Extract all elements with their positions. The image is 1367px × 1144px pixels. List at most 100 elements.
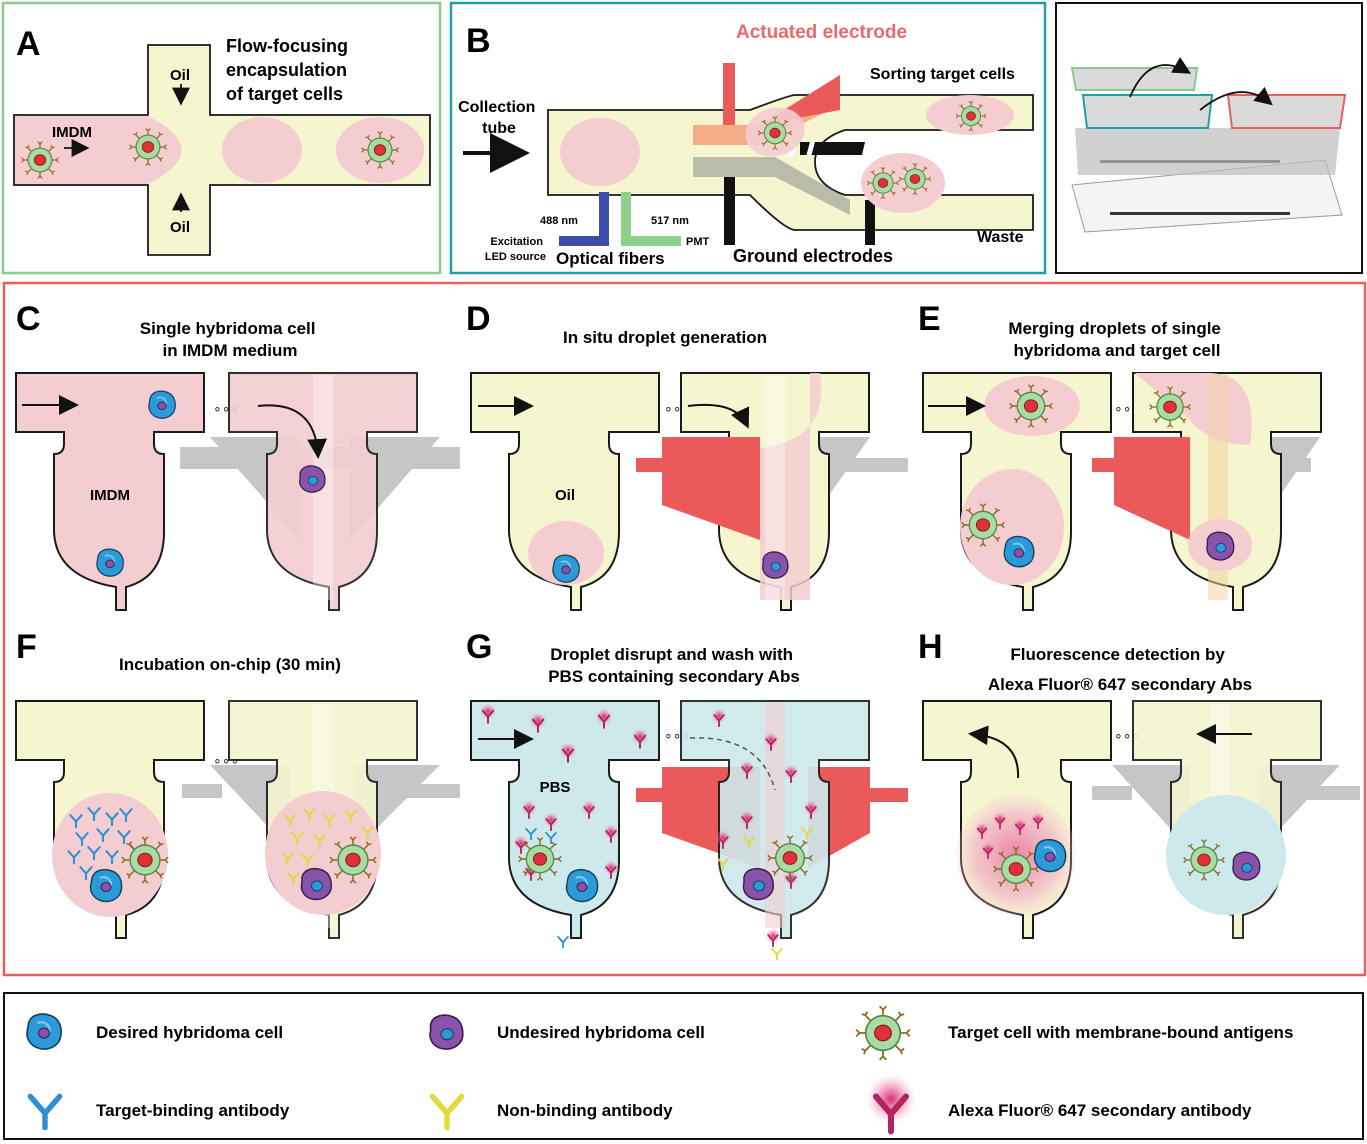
target-cell [1149, 386, 1191, 428]
panel-a-title: Flow-focusing encapsulation of target ce… [226, 36, 353, 104]
target-cell [993, 846, 1039, 892]
panel-d-letter: D [466, 300, 491, 338]
ground-electrode [724, 177, 735, 245]
pbs-label: PBS [540, 779, 571, 796]
wavelength-517: 517 nm [651, 215, 689, 227]
legend-secondary-label: Alexa Fluor® 647 secondary antibody [948, 1101, 1252, 1120]
sort-chip [636, 700, 908, 939]
legend-secondary-ab-icon [866, 1074, 916, 1132]
panel-h-title: Fluorescence detection by Alexa Fluor® 6… [988, 645, 1252, 694]
undesired-hybridoma-cell [762, 551, 789, 579]
panel-b: B Collection tube Actuated electrode Sor… [449, 1, 1047, 275]
chip-link-arrow [1129, 57, 1192, 98]
undesired-hybridoma-cell [1232, 851, 1261, 881]
legend-target-icon [855, 1005, 911, 1061]
flow-path [689, 737, 776, 791]
ground-electrode-body [693, 157, 850, 215]
target-cell [767, 835, 813, 881]
legend: Desired hybridoma cell Undesired hybrido… [3, 992, 1364, 1140]
panel-a-frame [1, 1, 442, 275]
sort-chip [182, 700, 460, 939]
chip-module-b [1081, 94, 1214, 129]
target-cell [866, 166, 900, 200]
panel-b-letter: B [466, 22, 491, 60]
actuated-electrode-label: Actuated electrode [736, 22, 907, 43]
imdm-stream [15, 116, 182, 184]
wavelength-488: 488 nm [540, 215, 578, 227]
desired-hybridoma-cell [96, 548, 125, 578]
chip-module-c [1226, 94, 1347, 129]
oil-label: Oil [555, 487, 575, 504]
panel-f: F Incubation on-chip (30 min) ∘∘∘ [15, 628, 460, 939]
reverse-flow-arrow [968, 725, 1020, 779]
target-cell [329, 836, 377, 884]
legend-target-label: Target cell with membrane-bound antigens [948, 1023, 1293, 1042]
legend-nonbinding-ab-icon [432, 1096, 461, 1128]
droplet-empty [222, 117, 302, 183]
imdm-label: IMDM [90, 487, 130, 504]
ground-electrode [865, 200, 875, 245]
excitation-fiber [559, 192, 609, 246]
panel-c: C Single hybridoma cell in IMDM medium I… [15, 300, 460, 611]
panel-e-letter: E [918, 300, 941, 338]
collection-tube-label: Collection tube [458, 99, 540, 137]
legend-frame [3, 992, 1364, 1140]
panel-d-title: In situ droplet generation [563, 328, 767, 347]
electrode-stripe [800, 142, 865, 155]
sorting-label: Sorting target cells [870, 66, 1015, 83]
chip-layer [1075, 128, 1340, 175]
legend-binding-label: Target-binding antibody [96, 1101, 290, 1120]
panel-f-letter: F [16, 628, 37, 666]
target-cell [1183, 839, 1225, 881]
legend-undesired-label: Undesired hybridoma cell [497, 1023, 705, 1042]
generated-droplet [528, 521, 604, 585]
panel-a-letter: A [16, 25, 41, 63]
sort-chip [1092, 372, 1322, 611]
imdm-label: IMDM [52, 124, 92, 141]
target-cell [955, 100, 987, 132]
panel-f-title: Incubation on-chip (30 min) [119, 655, 341, 674]
target-cell [961, 503, 1005, 547]
undesired-hybridoma-cell [742, 867, 774, 901]
target-cell [128, 127, 168, 167]
target-cell [360, 130, 400, 170]
panel-c-letter: C [16, 300, 41, 338]
undesired-hybridoma-cell [1206, 531, 1235, 561]
target-cell [20, 140, 60, 180]
actuated-electrode-body [693, 75, 840, 145]
legend-desired-icon [25, 1012, 63, 1051]
panel-g-title: Droplet disrupt and wash with PBS contai… [548, 645, 800, 686]
panel-c-title: Single hybridoma cell in IMDM medium [140, 319, 320, 360]
ground-electrodes-label: Ground electrodes [733, 246, 893, 266]
waste-label: Waste [977, 229, 1024, 246]
chip-channel [470, 700, 660, 939]
target-cell [518, 837, 562, 881]
undesired-hybridoma-cell [300, 867, 332, 901]
panel-h-letter: H [918, 628, 943, 666]
desired-hybridoma-cell [89, 868, 123, 903]
legend-nonbinding-label: Non-binding antibody [497, 1101, 673, 1120]
desired-hybridoma-cell [148, 390, 177, 420]
desired-hybridoma-cell [1003, 535, 1035, 568]
panel-h: H Fluorescence detection by Alexa Fluor®… [918, 628, 1360, 939]
target-cell [1009, 384, 1053, 428]
legend-binding-ab-icon [30, 1096, 59, 1128]
chip-overview-panel [1055, 2, 1363, 274]
chip-panel-frame [1055, 2, 1363, 274]
oil-top-label: Oil [170, 67, 190, 84]
undesired-hybridoma-cell [299, 465, 326, 493]
panel-e-title: Merging droplets of single hybridoma and… [1008, 319, 1225, 360]
actuated-electrode [723, 63, 735, 125]
desired-hybridoma-cell [565, 868, 599, 903]
panel-e: E Merging droplets of single hybridoma a… [918, 300, 1322, 611]
merged-droplet [960, 469, 1064, 585]
chip-link-arrow [1199, 86, 1273, 111]
chip-module-a [1070, 67, 1199, 91]
emission-fiber [621, 192, 681, 246]
legend-desired-label: Desired hybridoma cell [96, 1023, 283, 1042]
flow-arrow [687, 403, 750, 429]
panel-b-frame [449, 1, 1047, 275]
sort-chip [1092, 700, 1360, 939]
excitation-label: Excitation LED source [485, 236, 546, 263]
